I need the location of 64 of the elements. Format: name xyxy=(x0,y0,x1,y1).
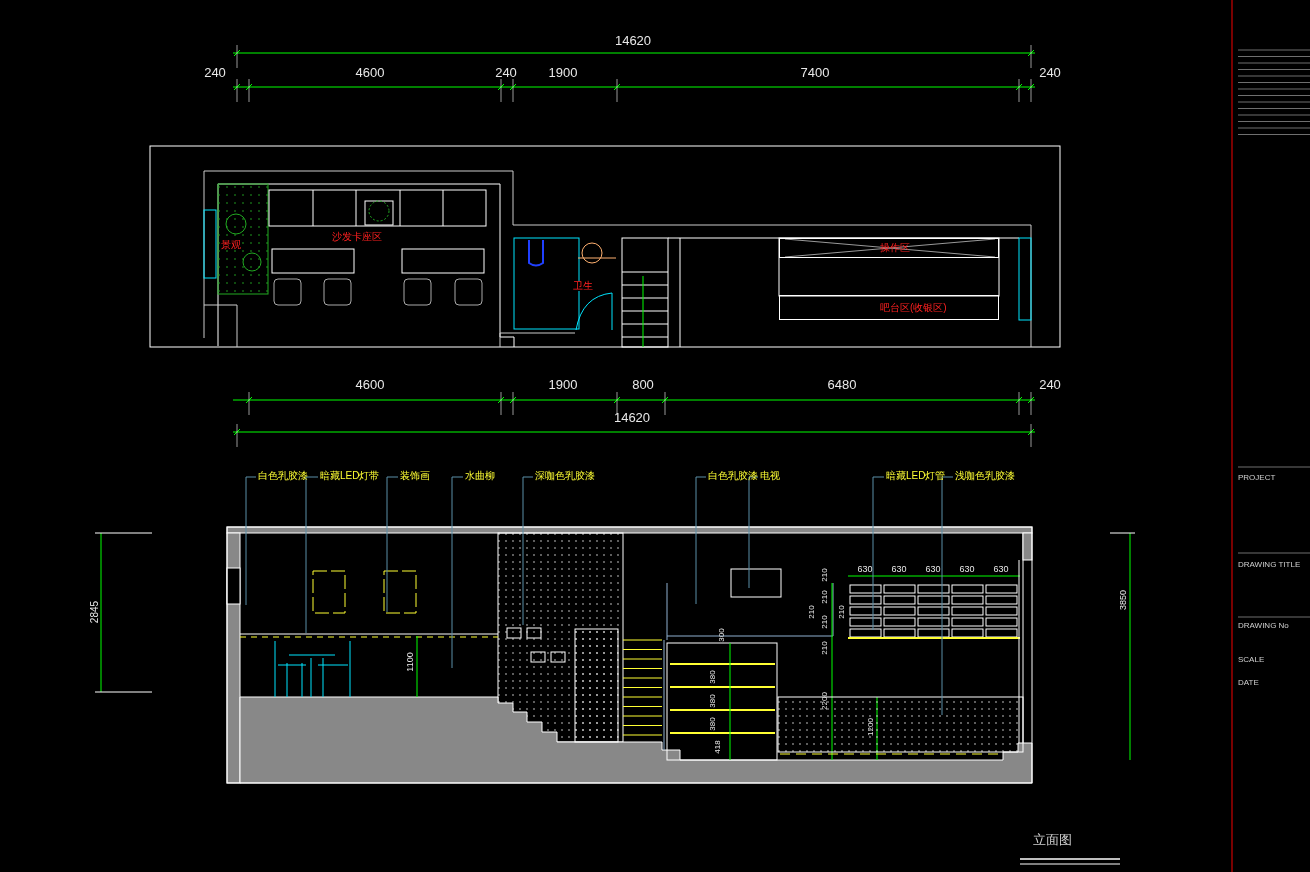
dimension-text: 418 xyxy=(714,740,722,754)
dimension-text: 3850 xyxy=(1118,590,1128,610)
title-block-text: DATE xyxy=(1238,679,1259,687)
title-block-text: 立面图 xyxy=(1032,832,1072,846)
dimension-text: 630 xyxy=(959,564,975,574)
dimension-text: 1100 xyxy=(405,652,415,672)
dimension-text: 14620 xyxy=(613,410,651,424)
dimension-text: 630 xyxy=(891,564,907,574)
dimension-text: 380 xyxy=(709,670,717,684)
leader-line xyxy=(305,476,319,634)
zone-label: 操作区 xyxy=(880,243,910,253)
leader-line xyxy=(748,476,759,589)
dimension-text: 1900 xyxy=(548,377,578,391)
dimension-text: 4600 xyxy=(355,65,385,79)
dimension-text: 630 xyxy=(925,564,941,574)
title-block-text: PROJECT xyxy=(1238,474,1276,482)
callout-label: 水曲柳 xyxy=(465,471,495,483)
leader-line xyxy=(522,476,534,626)
dimension-text: 210 xyxy=(821,641,829,655)
callout-label: 暗藏LED灯管 xyxy=(886,471,946,483)
dimension-text: 4600 xyxy=(355,377,385,391)
callout-label: 深咖色乳胶漆 xyxy=(535,471,595,483)
counter-zone xyxy=(779,295,999,320)
zone-label: 吧台区(收银区) xyxy=(880,302,947,313)
counter-zone xyxy=(779,238,999,258)
dimension-text: 240 xyxy=(204,65,226,79)
dimension-text: 240 xyxy=(1039,65,1061,79)
dimension-text: 7400 xyxy=(800,65,830,79)
dimension-text: 630 xyxy=(857,564,873,574)
dimension-text: 1900 xyxy=(548,65,578,79)
dimension-text: 240 xyxy=(495,65,517,79)
dimension-text: 6480 xyxy=(827,377,857,391)
dimension-text: 240 xyxy=(1039,377,1061,391)
leader-line xyxy=(245,476,257,606)
room-label: 景观 xyxy=(221,240,241,250)
dimension-text: 800 xyxy=(632,377,654,391)
room-label: 沙发卡座区 xyxy=(332,232,382,242)
dimension-text: 14620 xyxy=(614,33,652,47)
dimension-text: 380 xyxy=(709,694,717,708)
callout-label: 浅咖色乳胶漆 xyxy=(955,471,1015,483)
title-block-text: DRAWING No xyxy=(1238,622,1289,630)
leader-line xyxy=(872,476,885,631)
callout-label: 白色乳胶漆 xyxy=(258,471,308,483)
dimension-text: 300 xyxy=(718,628,726,642)
dimension-text: 2845 xyxy=(90,600,100,624)
dimension-text: 210 xyxy=(808,605,816,619)
leader-line xyxy=(386,476,399,613)
callout-label: 白色乳胶漆 xyxy=(708,471,758,483)
dimension-text: 210 xyxy=(838,605,846,619)
leader-line xyxy=(695,476,707,605)
leader-line xyxy=(941,476,954,716)
dimension-text: 210 xyxy=(821,615,829,629)
dimension-text: 630 xyxy=(993,564,1009,574)
dimension-text: 210 xyxy=(821,568,829,582)
dimension-text: 210 xyxy=(821,590,829,604)
title-block-text: SCALE xyxy=(1238,656,1265,664)
room-label: 卫生 xyxy=(573,281,593,291)
dimension-text: 1200 xyxy=(867,718,875,736)
callout-label: 电视 xyxy=(760,471,780,483)
leader-line xyxy=(451,476,464,669)
title-block-text: DRAWING TITLE xyxy=(1238,561,1301,569)
callout-label: 装饰画 xyxy=(400,471,430,483)
dimension-text: 380 xyxy=(709,717,717,731)
callout-label: 暗藏LED灯带 xyxy=(320,471,380,483)
